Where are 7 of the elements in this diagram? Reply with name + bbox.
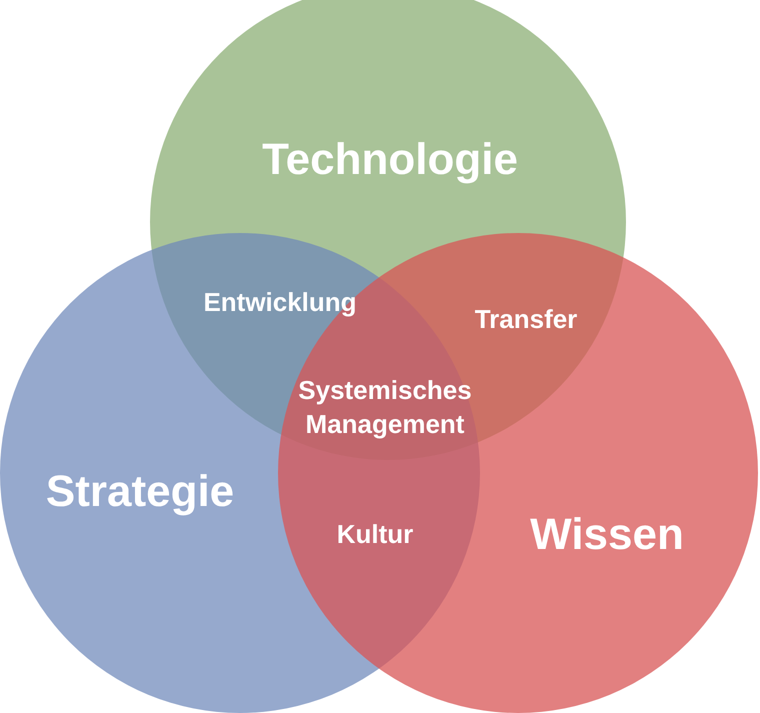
circle-title: Technologie — [262, 135, 518, 185]
circle-title: Wissen — [530, 510, 684, 560]
overlap-label: Kultur — [336, 518, 414, 552]
overlap-label: Systemisches Management — [297, 374, 473, 441]
overlap-label: Transfer — [474, 303, 578, 336]
circle-title: Strategie — [46, 467, 234, 517]
overlap-label: Entwicklung — [203, 286, 357, 320]
